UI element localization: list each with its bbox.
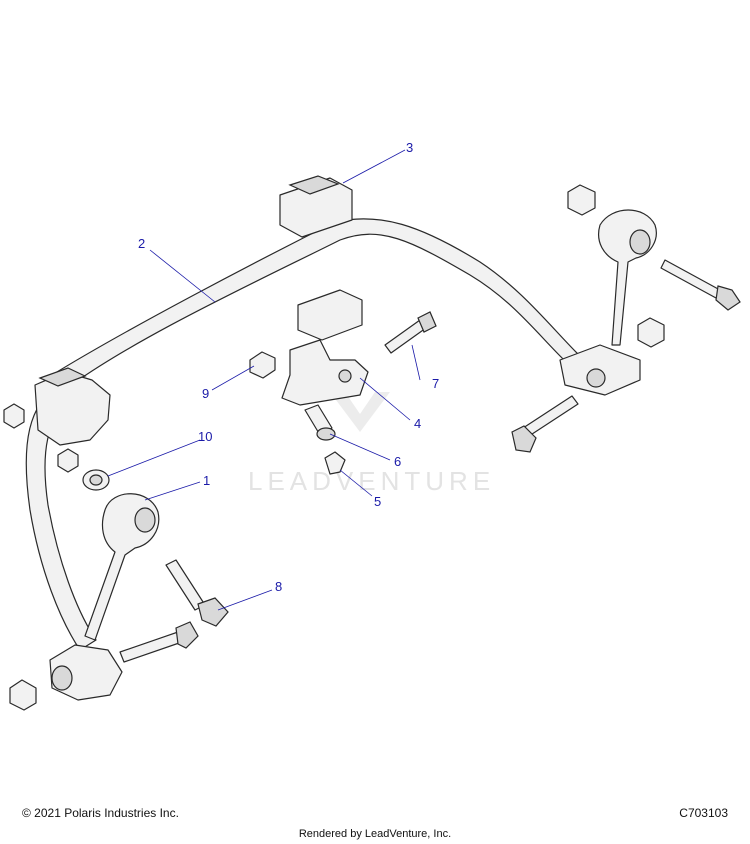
bolt-right-top	[660, 259, 741, 311]
end-link-right	[559, 209, 657, 396]
callout-2: 2	[138, 236, 145, 251]
callout-4: 4	[414, 416, 421, 431]
end-link-left	[49, 493, 160, 701]
leader-lines	[107, 149, 421, 611]
copyright-text: © 2021 Polaris Industries Inc.	[22, 806, 179, 820]
nut-left-bottom	[9, 679, 37, 711]
bolt-7	[384, 311, 437, 354]
watermark-text: LEADVENTURE	[248, 466, 495, 496]
bolt-right-low	[511, 395, 579, 453]
mounting-bracket	[281, 339, 369, 406]
nut-right-top	[567, 184, 596, 216]
leadventure-watermark: LEADVENTURE	[248, 392, 495, 496]
bolt-8	[165, 559, 229, 627]
nut-right-mid	[637, 317, 665, 348]
bushing-upper	[279, 175, 353, 238]
grease-fitting-5	[324, 451, 346, 475]
callout-7: 7	[432, 376, 439, 391]
callout-6: 6	[394, 454, 401, 469]
clamp-left	[34, 367, 111, 446]
callout-9: 9	[202, 386, 209, 401]
parts-diagram: LEADVENTURE	[3, 140, 741, 711]
nut-left-small	[3, 403, 79, 473]
callout-5: 5	[374, 494, 381, 509]
bolt-left-low	[119, 621, 199, 663]
callout-10: 10	[198, 429, 212, 444]
diagram-code: C703103	[679, 806, 728, 820]
callout-3: 3	[406, 140, 413, 155]
bushing-lower	[297, 289, 363, 341]
rendered-by-text: Rendered by LeadVenture, Inc.	[298, 828, 452, 840]
callout-1: 1	[203, 473, 210, 488]
fitting-6	[304, 404, 336, 441]
callout-8: 8	[275, 579, 282, 594]
nut-9	[249, 351, 276, 379]
washer-10	[82, 469, 110, 491]
